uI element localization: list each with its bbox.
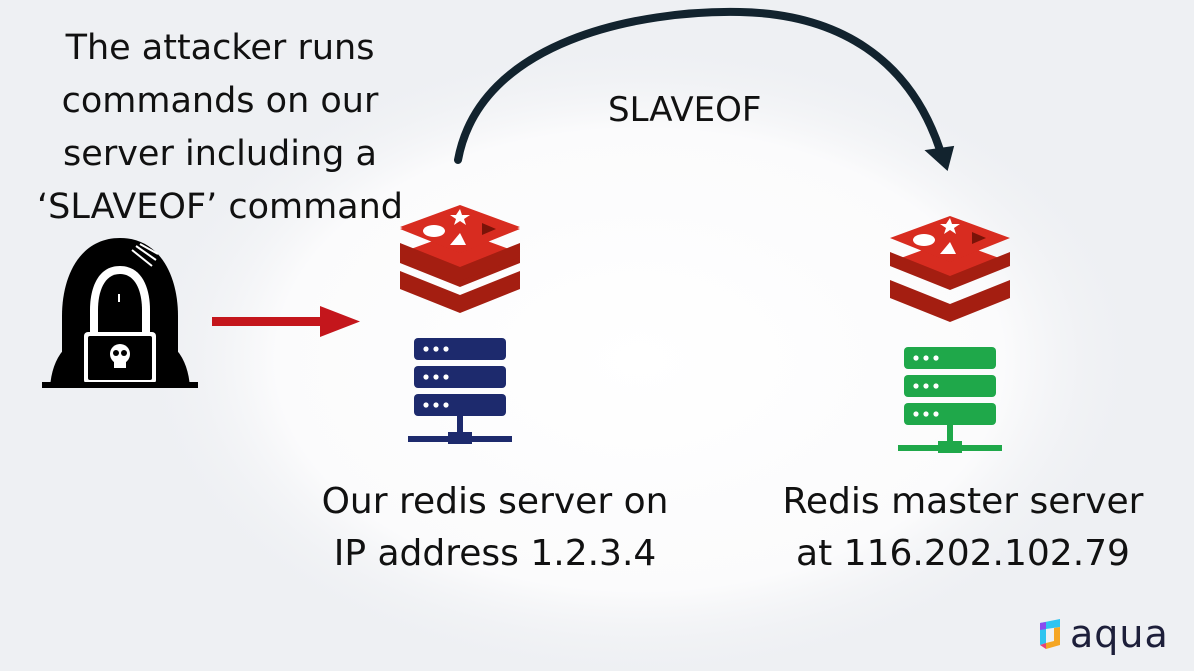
our-server-caption-line-2: IP address 1.2.3.4 (333, 533, 657, 574)
slaveof-label: SLAVEOF (608, 90, 762, 130)
redis-logo-icon (890, 216, 1010, 322)
attack-arrow (212, 306, 360, 337)
our-server-caption: Our redis server on IP address 1.2.3.4 (300, 476, 690, 580)
slaveof-curve-arrow (454, 7, 955, 172)
server-stack-icon (408, 338, 512, 444)
our-server-caption-line-1: Our redis server on (321, 481, 669, 522)
master-server-caption-line-1: Redis master server (782, 481, 1144, 522)
server-stack-icon (898, 347, 1002, 453)
attacker-caption-line-3: server including a (63, 134, 377, 174)
master-server-caption-line-2: at 116.202.102.79 (796, 533, 1130, 574)
master-server-caption: Redis master server at 116.202.102.79 (768, 476, 1158, 580)
aqua-logo-text: aqua (1070, 612, 1169, 656)
attacker-caption-line-4: ‘SLAVEOF’ command (36, 187, 404, 227)
aqua-logo-icon (1040, 619, 1060, 649)
attacker-caption: The attacker runs commands on our server… (10, 22, 430, 234)
attacker-caption-line-2: commands on our (61, 81, 379, 121)
attacker-caption-line-1: The attacker runs (65, 28, 375, 68)
hacker-icon (42, 238, 198, 388)
redis-logo-icon (400, 205, 520, 313)
aqua-logo: aqua (1036, 615, 1169, 653)
